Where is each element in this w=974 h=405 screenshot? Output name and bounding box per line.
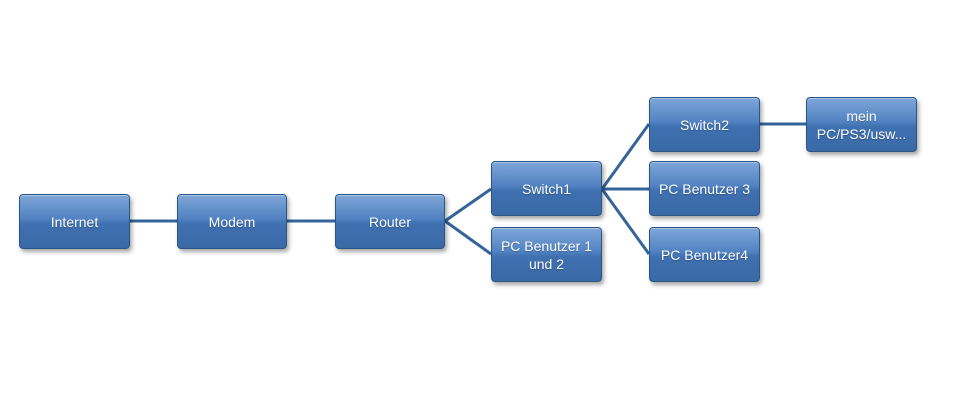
node-switch2: Switch2 (649, 97, 760, 152)
node-mein-pc: mein PC/PS3/usw... (806, 97, 917, 152)
node-switch1: Switch1 (491, 161, 602, 216)
connector-router-switch1 (444, 187, 492, 223)
connector-switch1-pc-benutzer-4 (600, 188, 651, 255)
node-pc-benutzer-4: PC Benutzer4 (649, 227, 760, 282)
node-modem-label: Modem (208, 213, 256, 230)
node-switch2-label: Switch2 (679, 116, 730, 133)
connector-router-pc-benutzer-1-2 (444, 219, 492, 256)
node-router-label: Router (368, 213, 412, 230)
node-internet-label: Internet (50, 213, 99, 230)
node-modem: Modem (177, 194, 287, 249)
node-pc-benutzer-1-2-label: PC Benutzer 1 und 2 (500, 237, 593, 272)
node-mein-pc-label: mein PC/PS3/usw... (816, 107, 907, 142)
node-router: Router (335, 194, 445, 249)
node-pc-benutzer-4-label: PC Benutzer4 (660, 246, 749, 263)
node-pc-benutzer-3: PC Benutzer 3 (649, 161, 760, 216)
node-pc-benutzer-3-label: PC Benutzer 3 (658, 180, 751, 197)
node-internet: Internet (19, 194, 130, 249)
connector-switch1-switch2 (600, 123, 651, 190)
node-switch1-label: Switch1 (521, 180, 572, 197)
node-pc-benutzer-1-2: PC Benutzer 1 und 2 (491, 227, 602, 282)
